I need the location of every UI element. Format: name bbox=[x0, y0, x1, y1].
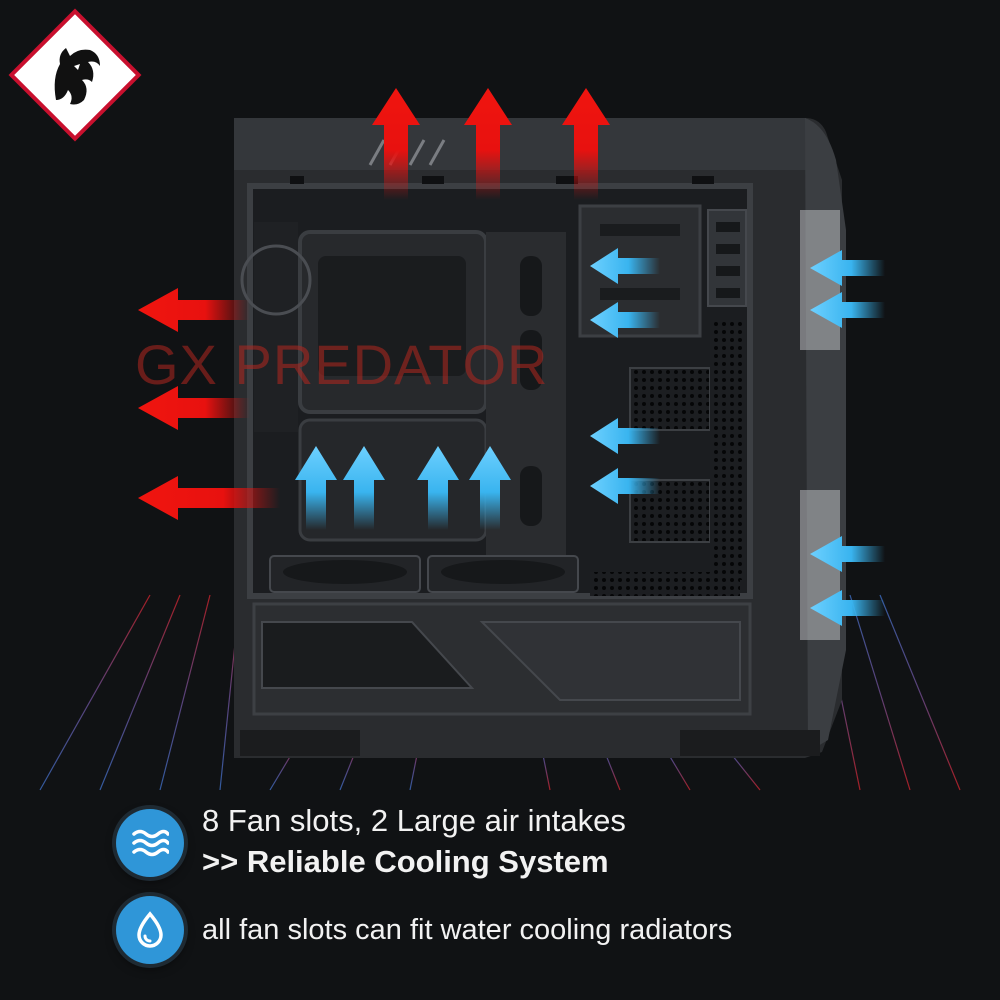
intake-arrow-front-1 bbox=[810, 250, 885, 286]
exhaust-arrow-top-1 bbox=[372, 88, 420, 200]
hot-air-exhaust-arrows bbox=[138, 88, 610, 520]
exhaust-arrow-rear-3 bbox=[138, 476, 280, 520]
feature-water-cooling-line1: all fan slots can fit water cooling radi… bbox=[202, 914, 733, 946]
intake-arrow-front-2 bbox=[810, 292, 885, 328]
intake-arrow-front-3 bbox=[810, 536, 885, 572]
intake-arrow-bottom-3 bbox=[417, 446, 459, 530]
exhaust-arrow-rear-2 bbox=[138, 386, 250, 430]
feature-cooling-line2: >> Reliable Cooling System bbox=[202, 844, 609, 879]
exhaust-arrow-top-2 bbox=[464, 88, 512, 200]
feature-cooling-line1: 8 Fan slots, 2 Large air intakes bbox=[202, 803, 626, 838]
exhaust-arrow-rear-1 bbox=[138, 288, 250, 332]
intake-arrow-inner-2 bbox=[590, 302, 660, 338]
intake-arrow-inner-1 bbox=[590, 248, 660, 284]
intake-arrow-bottom-1 bbox=[295, 446, 337, 530]
water-drop-icon bbox=[116, 896, 184, 964]
feature-water-cooling: all fan slots can fit water cooling radi… bbox=[116, 896, 732, 964]
intake-arrow-inner-4 bbox=[590, 468, 660, 504]
intake-arrow-bottom-4 bbox=[469, 446, 511, 530]
exhaust-arrow-top-3 bbox=[562, 88, 610, 200]
wolf-head-logo-icon bbox=[8, 8, 142, 142]
pc-case bbox=[234, 118, 846, 758]
bottom-fans bbox=[269, 555, 740, 596]
cool-air-intake-arrows bbox=[295, 248, 885, 626]
intake-arrow-inner-3 bbox=[590, 418, 660, 454]
product-watermark: GX PREDATOR bbox=[135, 333, 549, 396]
intake-arrow-bottom-2 bbox=[343, 446, 385, 530]
feature-cooling: 8 Fan slots, 2 Large air intakes >> Reli… bbox=[116, 802, 626, 884]
intake-arrow-front-4 bbox=[810, 590, 885, 626]
waves-icon bbox=[116, 809, 184, 877]
